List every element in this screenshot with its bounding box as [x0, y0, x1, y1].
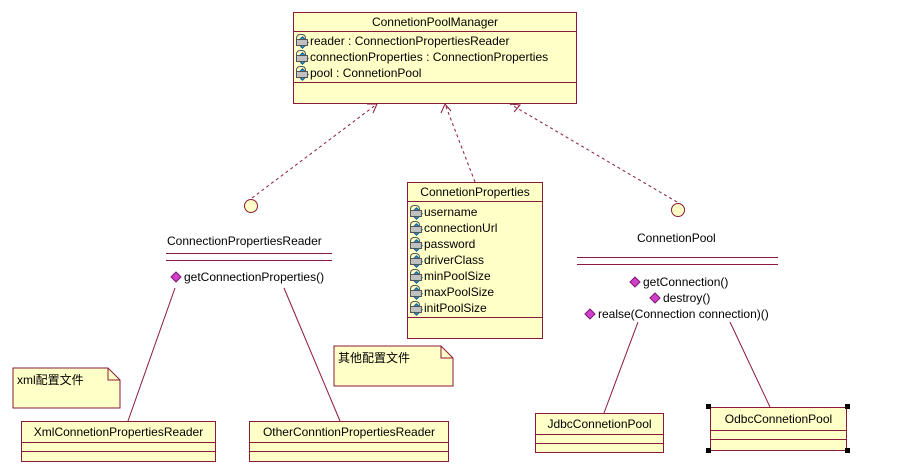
interface-reader-divider [166, 253, 332, 254]
operation-section [536, 444, 663, 446]
operation-section [22, 452, 215, 454]
attribute-section [536, 435, 663, 444]
class-name: OtherConntionPropertiesReader [250, 422, 448, 443]
attribute-row: password [410, 236, 540, 252]
operation-section [711, 440, 846, 442]
class-jdbc-connetion-pool[interactable]: JdbcConnetionPool [535, 413, 664, 453]
class-connetion-properties[interactable]: ConnetionProperties username connectionU… [407, 182, 543, 339]
selection-handle[interactable] [845, 404, 850, 409]
attribute-text: maxPoolSize [424, 285, 495, 299]
class-name: JdbcConnetionPool [536, 414, 663, 435]
attribute-row: maxPoolSize [410, 284, 540, 300]
operation-section [408, 318, 542, 330]
note-text: 其他配置文件 [338, 351, 411, 365]
interface-pool-divider [577, 264, 778, 265]
attribute-section: username connectionUrl password driverCl… [408, 202, 542, 318]
protected-attribute-icon [410, 252, 423, 268]
arrowhead-pool [509, 103, 522, 113]
interface-pool-operation: realse(Connection connection)() [584, 306, 769, 322]
attribute-section: reader : ConnectionPropertiesReader conn… [294, 32, 576, 83]
interface-pool-operation: getConnection() [629, 274, 729, 290]
arrowhead-reader [367, 103, 378, 114]
realization-odbc-pool [729, 321, 771, 408]
dependency-properties-to-manager [444, 103, 476, 183]
interface-reader-lollipop [244, 199, 258, 213]
attribute-text: driverClass [424, 253, 485, 267]
class-name: ConnetionProperties [408, 183, 542, 202]
operation-text: getConnection() [643, 275, 729, 289]
public-operation-icon [629, 276, 641, 288]
attribute-row: reader : ConnectionPropertiesReader [296, 33, 574, 49]
protected-attribute-icon [410, 268, 423, 284]
interface-pool-operation: destroy() [649, 290, 711, 306]
note-xml-shape [12, 367, 121, 409]
attribute-row: username [410, 204, 540, 220]
operation-text: destroy() [663, 291, 711, 305]
attribute-section [711, 431, 846, 440]
operation-text: realse(Connection connection)() [598, 307, 769, 321]
protected-attribute-icon [296, 33, 309, 49]
note-other-config[interactable]: 其他配置文件 [334, 346, 453, 386]
interface-pool-divider [577, 257, 778, 258]
interface-reader-divider [166, 260, 332, 261]
class-name: ConnetionPoolManager [294, 13, 576, 32]
class-name: XmlConnetionPropertiesReader [22, 422, 215, 443]
class-other-conntion-properties-reader[interactable]: OtherConntionPropertiesReader [249, 421, 449, 462]
interface-pool-name[interactable]: ConnetionPool [637, 231, 716, 245]
class-odbc-connetion-pool[interactable]: OdbcConnetionPool [710, 407, 847, 451]
interface-reader-name[interactable]: ConnectionPropertiesReader [167, 234, 322, 248]
dependency-pool-to-manager [509, 103, 678, 203]
attribute-text: initPoolSize [424, 301, 487, 315]
attribute-text: connectionUrl [424, 221, 498, 235]
attribute-section [250, 443, 448, 452]
protected-attribute-icon [410, 300, 423, 316]
protected-attribute-icon [296, 49, 309, 65]
attribute-row: connectionProperties : ConnectionPropert… [296, 49, 574, 65]
class-connetion-pool-manager[interactable]: ConnetionPoolManager reader : Connection… [293, 12, 577, 104]
selection-handle[interactable] [845, 448, 850, 453]
attribute-text: minPoolSize [424, 269, 491, 283]
attribute-row: pool : ConnetionPool [296, 65, 574, 81]
attribute-text: username [424, 205, 478, 219]
note-other-shape [333, 345, 454, 387]
note-xml-config[interactable]: xml配置文件 [13, 368, 120, 408]
attribute-row: connectionUrl [410, 220, 540, 236]
realization-xml-reader [127, 287, 176, 422]
public-operation-icon [649, 292, 661, 304]
operation-section [250, 452, 448, 454]
realization-other-reader [283, 287, 341, 422]
note-text: xml配置文件 [17, 373, 84, 387]
operation-section [294, 83, 576, 96]
arrowhead-properties [440, 103, 452, 114]
interface-reader-operation: getConnectionProperties() [170, 269, 325, 285]
attribute-section [22, 443, 215, 452]
protected-attribute-icon [410, 204, 423, 220]
selection-handle[interactable] [706, 404, 711, 409]
attribute-row: minPoolSize [410, 268, 540, 284]
public-operation-icon [170, 271, 182, 283]
interface-pool-lollipop [671, 203, 685, 217]
attribute-row: driverClass [410, 252, 540, 268]
class-name: OdbcConnetionPool [711, 408, 846, 431]
attribute-row: initPoolSize [410, 300, 540, 316]
attribute-text: pool : ConnetionPool [310, 66, 422, 80]
dependency-reader-to-manager [251, 103, 378, 199]
attribute-text: connectionProperties : ConnectionPropert… [310, 50, 549, 64]
protected-attribute-icon [410, 284, 423, 300]
attribute-text: reader : ConnectionPropertiesReader [310, 34, 510, 48]
protected-attribute-icon [296, 65, 309, 81]
realization-jdbc-pool [603, 321, 639, 414]
public-operation-icon [584, 308, 596, 320]
operation-text: getConnectionProperties() [184, 270, 325, 284]
attribute-text: password [424, 237, 476, 251]
class-xml-connetion-properties-reader[interactable]: XmlConnetionPropertiesReader [21, 421, 216, 462]
selection-handle[interactable] [706, 448, 711, 453]
protected-attribute-icon [410, 220, 423, 236]
protected-attribute-icon [410, 236, 423, 252]
